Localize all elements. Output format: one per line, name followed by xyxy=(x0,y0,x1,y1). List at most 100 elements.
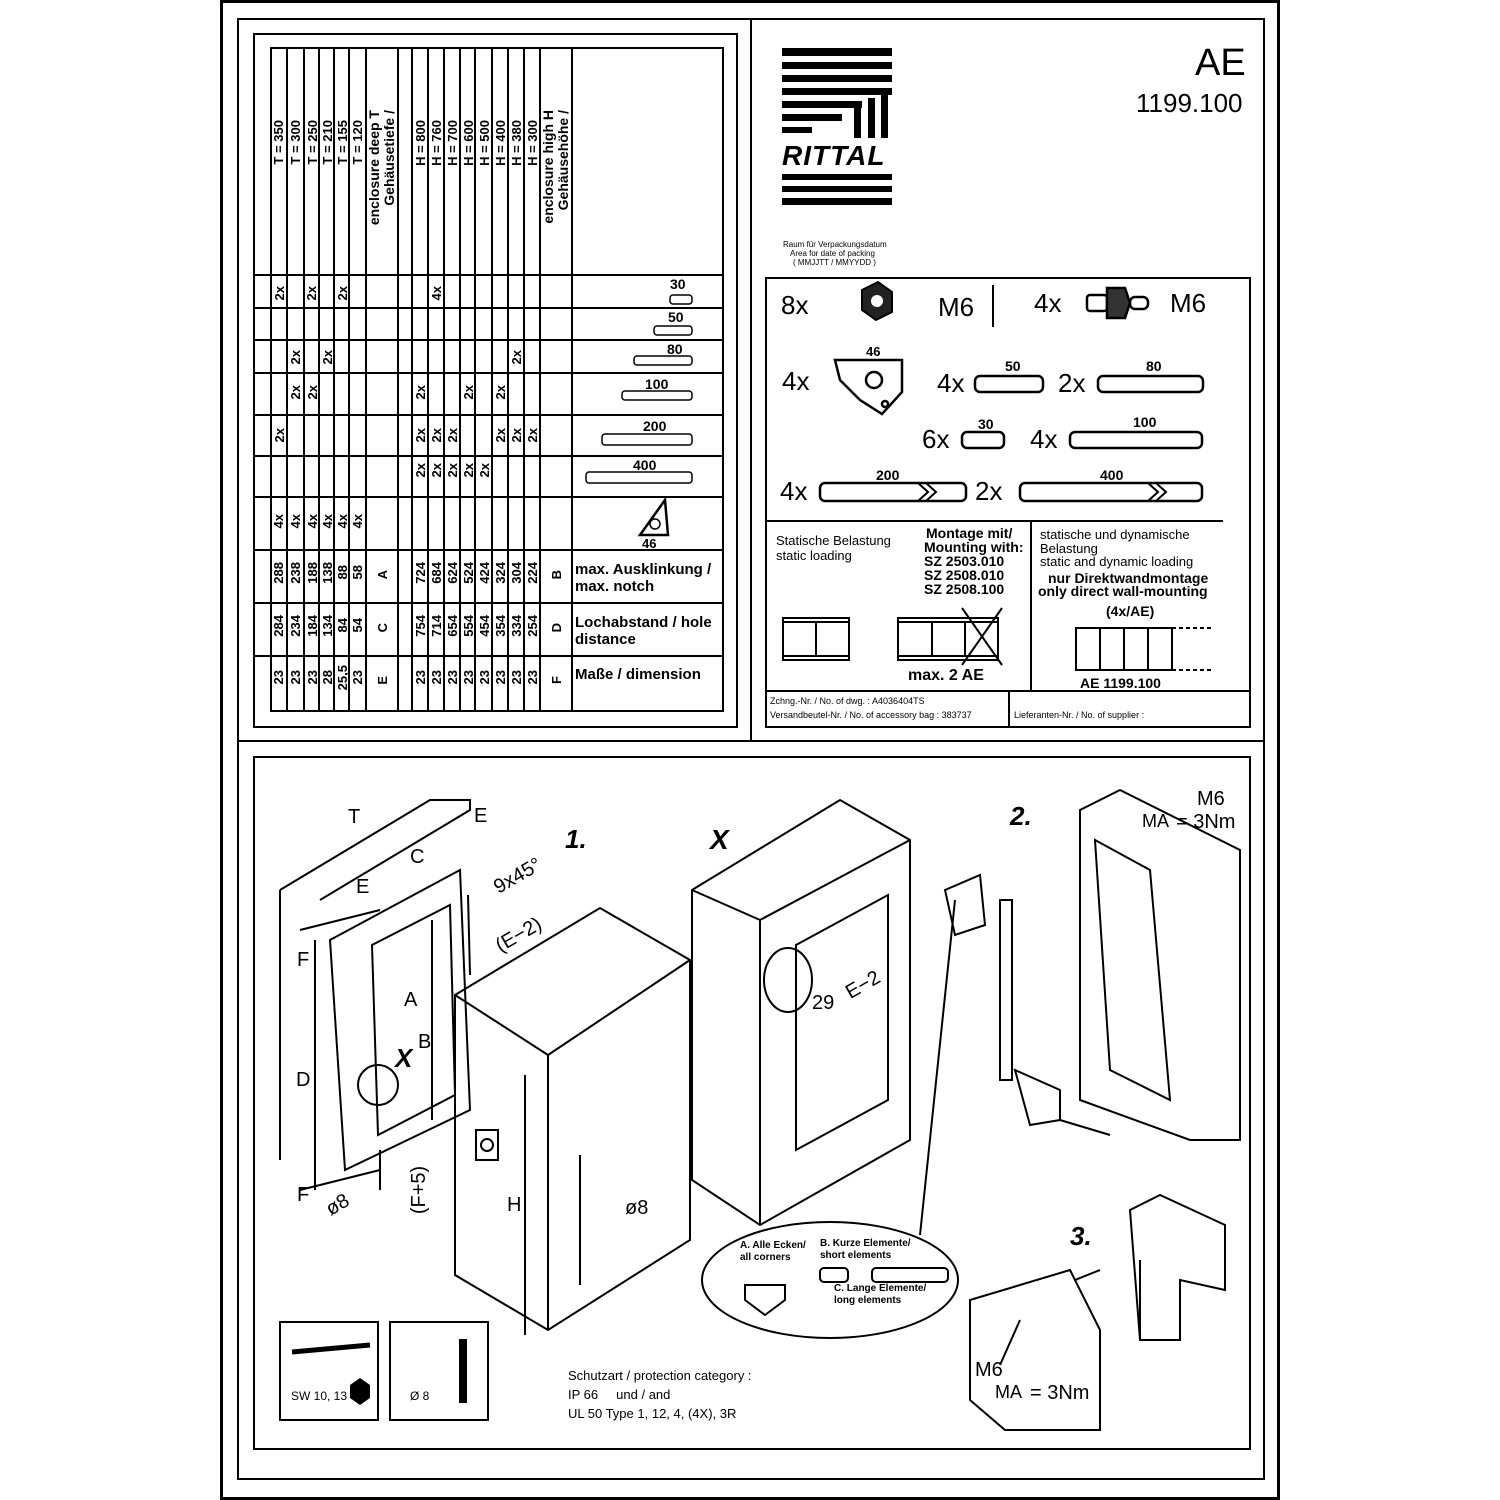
m6-step3: M6 xyxy=(975,1359,1003,1381)
corner-dim: 46 xyxy=(866,344,881,359)
assembly-drawing-frame xyxy=(253,756,1251,1450)
elem-length-30: 30 xyxy=(670,276,686,292)
torque-step3-sym: MA xyxy=(995,1382,1022,1402)
elem-length-200: 200 xyxy=(643,418,667,434)
part-qty: 4x xyxy=(780,476,808,506)
corner-size-label: 46 xyxy=(642,536,657,551)
sz-1: SZ 2503.010 xyxy=(924,553,1005,569)
size-table xyxy=(253,33,738,728)
row-dim-label: Maße / dimension xyxy=(575,666,701,683)
part-length: 30 xyxy=(978,416,994,432)
dim-D: D xyxy=(296,1069,311,1091)
bolt-icon xyxy=(1085,286,1150,320)
part-qty: 2x xyxy=(1058,368,1086,398)
page-frame xyxy=(220,0,1280,1500)
part-length: 80 xyxy=(1146,358,1162,374)
torque-step2: = 3Nm xyxy=(1176,811,1236,833)
dynamic-de-2: Belastung xyxy=(1040,541,1098,556)
packing-date-format: ( MMJJTT / MMYYDD ) xyxy=(793,258,876,267)
supplier-number: Lieferanten-Nr. / No. of supplier : xyxy=(1014,710,1145,720)
dim-C: C xyxy=(410,846,425,868)
elem-length-80: 80 xyxy=(667,341,683,357)
element-icons-list xyxy=(818,374,1205,503)
direct-en: only direct wall-mounting xyxy=(1038,583,1208,599)
static-en: static loading xyxy=(776,548,852,563)
legend-b: B. Kurze Elemente/ short elements xyxy=(820,1238,911,1261)
row-notch-label: max. Ausklinkung / max. notch xyxy=(575,561,712,596)
bolt-qty: 4x xyxy=(1034,288,1062,318)
packing-date-en: Area for date of packing xyxy=(790,249,875,258)
max-ae: max. 2 AE xyxy=(908,667,984,684)
dynamic-en: static and dynamic loading xyxy=(1040,554,1194,569)
torque-step2-sym: MA xyxy=(1142,811,1169,831)
step-2-label: 2. xyxy=(1010,801,1032,831)
step-3-label: 3. xyxy=(1070,1221,1092,1251)
nut-qty: 8x xyxy=(781,290,809,320)
part-length: 50 xyxy=(1005,358,1021,374)
dim-E-mid: E xyxy=(356,876,370,898)
part-qty: 2x xyxy=(975,476,1003,506)
part-qty: 4x xyxy=(937,368,965,398)
mounting-2: Mounting with: xyxy=(924,539,1024,555)
dim-F-top: F xyxy=(297,949,310,971)
protection-line-2: IP 66 und / and xyxy=(568,1387,671,1402)
mid-divider xyxy=(750,18,752,742)
dim-B: B xyxy=(418,1031,432,1053)
nut-icon xyxy=(861,280,893,322)
legend-a: A. Alle Ecken/ all corners xyxy=(740,1240,806,1263)
bolt-size: M6 xyxy=(1170,288,1207,318)
sz-3: SZ 2508.100 xyxy=(924,581,1005,597)
direct-de: nur Direktwandmontage xyxy=(1048,570,1209,586)
f-plus-5-label: (F+5) xyxy=(408,1165,431,1215)
dim-H: H xyxy=(507,1194,522,1216)
per-ae: (4x/AE) xyxy=(1106,603,1155,619)
dim-T: T xyxy=(348,806,361,828)
dim-F-bottom: F xyxy=(297,1184,310,1206)
accessory-bag: Versandbeutel-Nr. / No. of accessory bag… xyxy=(770,710,972,720)
dynamic-de-1: statische und dynamische xyxy=(1040,527,1190,542)
part-qty: 4x xyxy=(1030,424,1058,454)
protection-line-3: UL 50 Type 1, 12, 4, (4X), 3R xyxy=(568,1406,737,1421)
elem-length-400: 400 xyxy=(633,457,657,473)
part-qty: 6x xyxy=(922,424,950,454)
sz-2: SZ 2508.010 xyxy=(924,567,1005,583)
mounting-1: Montage mit/ xyxy=(926,525,1013,541)
part-length: 100 xyxy=(1133,414,1157,430)
nut-size: M6 xyxy=(938,292,975,322)
detail-x-label: X xyxy=(710,824,729,855)
part-length: 400 xyxy=(1100,467,1124,483)
dim-A: A xyxy=(404,989,418,1011)
dim-E-top: E xyxy=(474,805,488,827)
hole-label-right: ø8 xyxy=(625,1197,649,1219)
article-number: 1199.100 xyxy=(1136,88,1243,118)
loading-split-line xyxy=(1030,520,1032,690)
protection-line-1: Schutzart / protection category : xyxy=(568,1368,752,1383)
m6-step2: M6 xyxy=(1197,788,1225,810)
drawing-number: Zchng.-Nr. / No. of dwg. : A4036404TS xyxy=(770,696,925,706)
part-length: 200 xyxy=(876,467,900,483)
size-table-inner xyxy=(270,47,724,712)
parts-divider-v xyxy=(992,285,994,327)
ae-label: AE 1199.100 xyxy=(1080,675,1161,691)
corner-bracket-icon xyxy=(833,358,904,416)
brand-wordmark: RITTAL xyxy=(782,140,886,171)
product-code: AE xyxy=(1195,42,1246,84)
elem-length-50: 50 xyxy=(668,309,684,325)
wrench-label: SW 10, 13 xyxy=(291,1389,348,1403)
detail-x-marker: X xyxy=(395,1043,413,1073)
rittal-logo: RITTAL xyxy=(782,48,892,206)
drill-label: Ø 8 xyxy=(410,1389,430,1403)
row-hole-label: Lochabstand / hole distance xyxy=(575,614,712,649)
step-1-label: 1. xyxy=(565,824,587,854)
depth-29: 29 xyxy=(812,992,835,1014)
footer-split-line xyxy=(1008,690,1010,728)
corner-qty: 4x xyxy=(782,366,810,396)
loading-top-line xyxy=(765,520,1223,522)
elem-length-100: 100 xyxy=(645,376,669,392)
legend-c: C. Lange Elemente/ long elements xyxy=(834,1283,927,1306)
